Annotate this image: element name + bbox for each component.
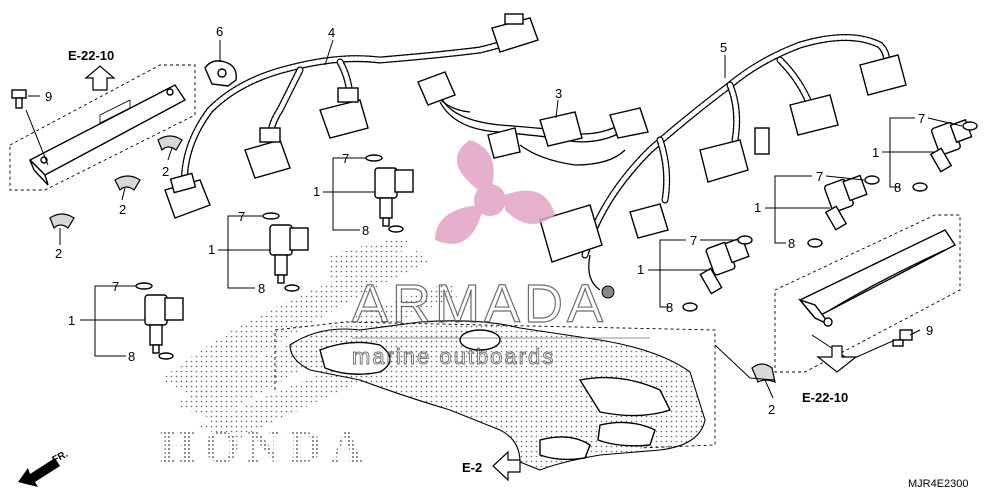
fuel-rail-left — [9, 64, 196, 191]
callout-7: 7 — [816, 169, 823, 184]
coil-connector — [244, 139, 291, 179]
callout-7: 7 — [690, 233, 697, 248]
reference-arrow-left — [492, 450, 521, 482]
callout-8: 8 — [666, 300, 673, 315]
callout-8: 8 — [788, 236, 795, 251]
callout-4: 4 — [328, 25, 335, 40]
sub-harness-3 — [417, 71, 649, 166]
coil-connector — [859, 54, 907, 96]
harness-clip-6 — [204, 60, 237, 87]
reference-arrow-up — [84, 65, 116, 91]
coil-connector — [789, 94, 839, 136]
front-direction-label: FR. — [51, 449, 71, 466]
callout-7: 7 — [342, 151, 349, 166]
harness-end-connector — [539, 204, 603, 263]
collar-2 — [49, 135, 776, 383]
diagram-code: MJR4E2300 — [908, 478, 969, 490]
bolt-9 — [11, 89, 913, 347]
callout-9: 9 — [45, 89, 52, 104]
callout-7: 7 — [918, 111, 925, 126]
leader-lines — [25, 39, 963, 399]
callout-2: 2 — [768, 402, 775, 417]
armada-watermark: ARMADA marine outboards — [351, 140, 650, 369]
injector-group-f — [912, 118, 978, 192]
injector-group-d — [682, 235, 753, 312]
callout-1: 1 — [872, 145, 879, 160]
armada-propeller-logo — [435, 140, 555, 244]
callout-7: 7 — [238, 209, 245, 224]
honda-logo-text: HONDA — [160, 421, 371, 472]
fuel-rail-right — [774, 214, 961, 373]
injector-group-b — [262, 212, 309, 292]
callout-2: 2 — [55, 246, 62, 261]
callout-9: 9 — [926, 323, 933, 338]
callout-1: 1 — [637, 262, 644, 277]
sub-harness-connector — [417, 71, 456, 106]
coil-connector — [699, 139, 749, 183]
watermark-brand: ARMADA — [352, 274, 607, 334]
reference-arrow-down — [816, 345, 858, 373]
intake-manifold — [274, 320, 716, 471]
wire-harness-4 — [164, 13, 539, 219]
callout-7: 7 — [112, 279, 119, 294]
callout-1: 1 — [754, 200, 761, 215]
callout-8: 8 — [258, 281, 265, 296]
injector-group-c — [135, 282, 184, 360]
callout-8: 8 — [362, 223, 369, 238]
injector-group-e — [807, 174, 880, 248]
callout-8: 8 — [894, 180, 901, 195]
callout-5: 5 — [720, 40, 727, 55]
callout-8: 8 — [128, 349, 135, 364]
front-direction-arrow — [18, 458, 60, 487]
wire-harness-5 — [539, 34, 907, 299]
ref-label-top-left: E-22-10 — [68, 48, 114, 63]
callout-1: 1 — [68, 313, 75, 328]
coil-connector — [319, 99, 369, 139]
callout-2: 2 — [162, 164, 169, 179]
callout-6: 6 — [216, 24, 223, 39]
watermark-tagline: marine outboards — [352, 344, 555, 369]
manifold-dashed-frame — [274, 321, 716, 449]
callout-3: 3 — [555, 86, 562, 101]
ref-label-bottom-right: E-22-10 — [802, 390, 848, 405]
injector-group-a — [365, 154, 414, 233]
ref-label-bottom-center: E-2 — [462, 460, 482, 475]
callout-1: 1 — [208, 242, 215, 257]
callout-2: 2 — [119, 202, 126, 217]
callout-1: 1 — [313, 184, 320, 199]
